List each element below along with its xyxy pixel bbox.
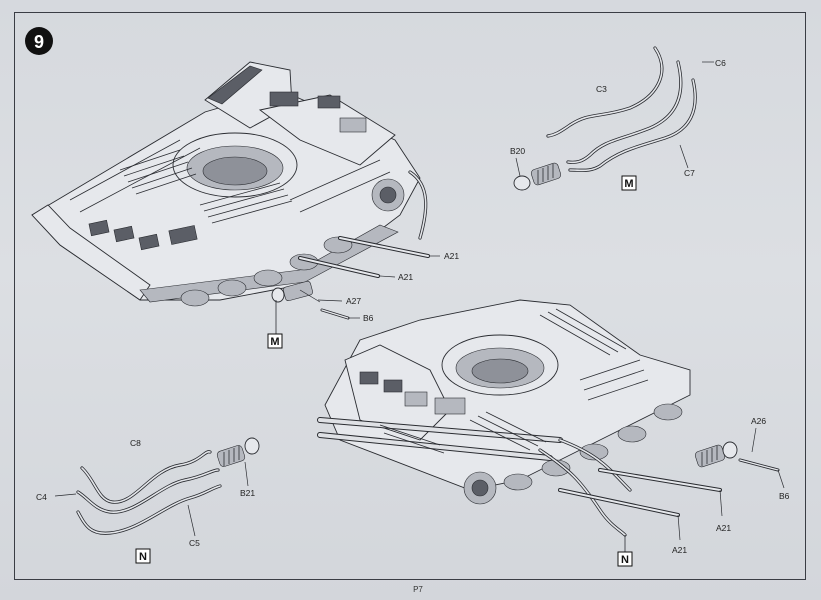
- box-n-bl: N: [135, 548, 151, 564]
- page-number: P7: [413, 585, 423, 594]
- callout-a27-tl: A27: [346, 296, 361, 306]
- callout-a21-br-upper: A21: [716, 523, 731, 533]
- callout-c5: C5: [189, 538, 200, 548]
- callout-c7: C7: [684, 168, 695, 178]
- box-m-tr: M: [621, 175, 637, 191]
- callout-a21-tl-lower: A21: [398, 272, 413, 282]
- step-badge: 9: [25, 27, 53, 55]
- hose-set-top-right: [513, 46, 714, 191]
- callout-b6-tl: B6: [363, 313, 374, 323]
- callout-b6-br: B6: [779, 491, 790, 501]
- svg-text:M: M: [624, 178, 633, 190]
- part-a21-lower: [298, 256, 396, 278]
- callout-c6: C6: [715, 58, 726, 68]
- tank-top-left: [31, 61, 440, 334]
- box-n-br: N: [617, 551, 633, 567]
- callout-c3: C3: [596, 84, 607, 94]
- svg-text:N: N: [139, 551, 147, 563]
- part-extinguisher-a27: [271, 280, 360, 320]
- step-number: 9: [34, 32, 44, 52]
- callout-b20: B20: [510, 146, 525, 156]
- callout-a21-tl-upper: A21: [444, 251, 459, 261]
- callout-a26: A26: [751, 416, 766, 426]
- callout-b21: B21: [240, 488, 255, 498]
- callout-a21-br-lower: A21: [672, 545, 687, 555]
- svg-text:M: M: [270, 336, 279, 348]
- box-m-tl: M: [267, 333, 283, 349]
- hose-set-bottom-left: [54, 437, 260, 537]
- tank-bottom-right: [317, 299, 785, 552]
- callout-c4: C4: [36, 492, 47, 502]
- svg-text:N: N: [621, 554, 629, 566]
- callout-c8: C8: [130, 438, 141, 448]
- part-a21-upper: [338, 236, 440, 258]
- page-frame: [14, 12, 806, 580]
